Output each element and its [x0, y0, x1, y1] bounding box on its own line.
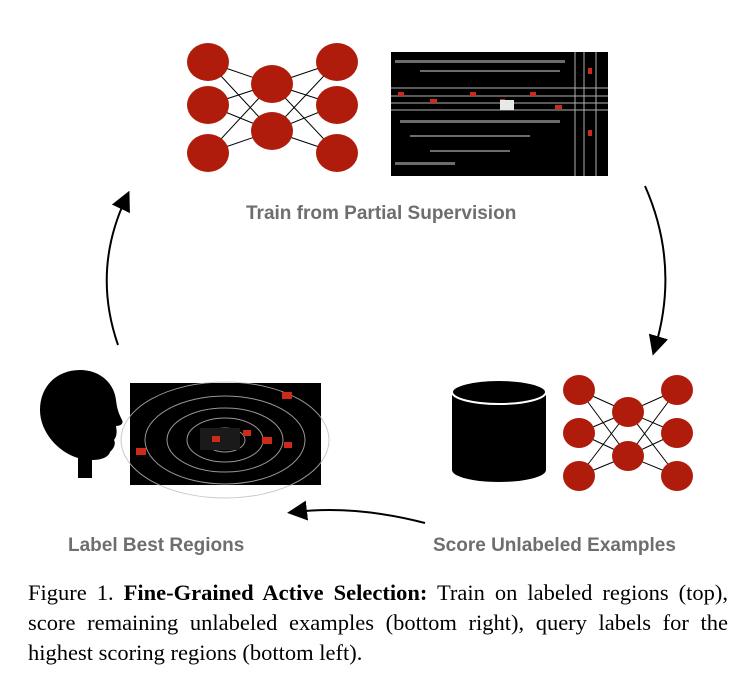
neural-network-icon-bottom [563, 375, 693, 491]
cycle-arrow-bottom [287, 500, 426, 524]
caption-title: Fine-Grained Active Selection: [123, 580, 428, 605]
lidar-scan-image [120, 381, 330, 499]
neural-network-icon-top [187, 43, 358, 172]
cycle-arrow-right [644, 185, 669, 356]
stage-label-score: Score Unlabeled Examples [433, 535, 676, 556]
human-head-icon [40, 370, 123, 478]
lidar-bev-image [391, 52, 608, 176]
caption-figure-label: Figure 1. [28, 580, 114, 605]
database-icon [451, 379, 547, 482]
stage-label-label-regions: Label Best Regions [68, 535, 245, 556]
network-nodes [187, 43, 358, 172]
caption-body: Train on labeled regions (top), score re… [28, 580, 729, 665]
cycle-arrow-left [105, 190, 130, 346]
stage-label-train: Train from Partial Supervision [246, 203, 517, 224]
figure-caption: Figure 1. Fine-Grained Active Selection:… [28, 578, 728, 668]
